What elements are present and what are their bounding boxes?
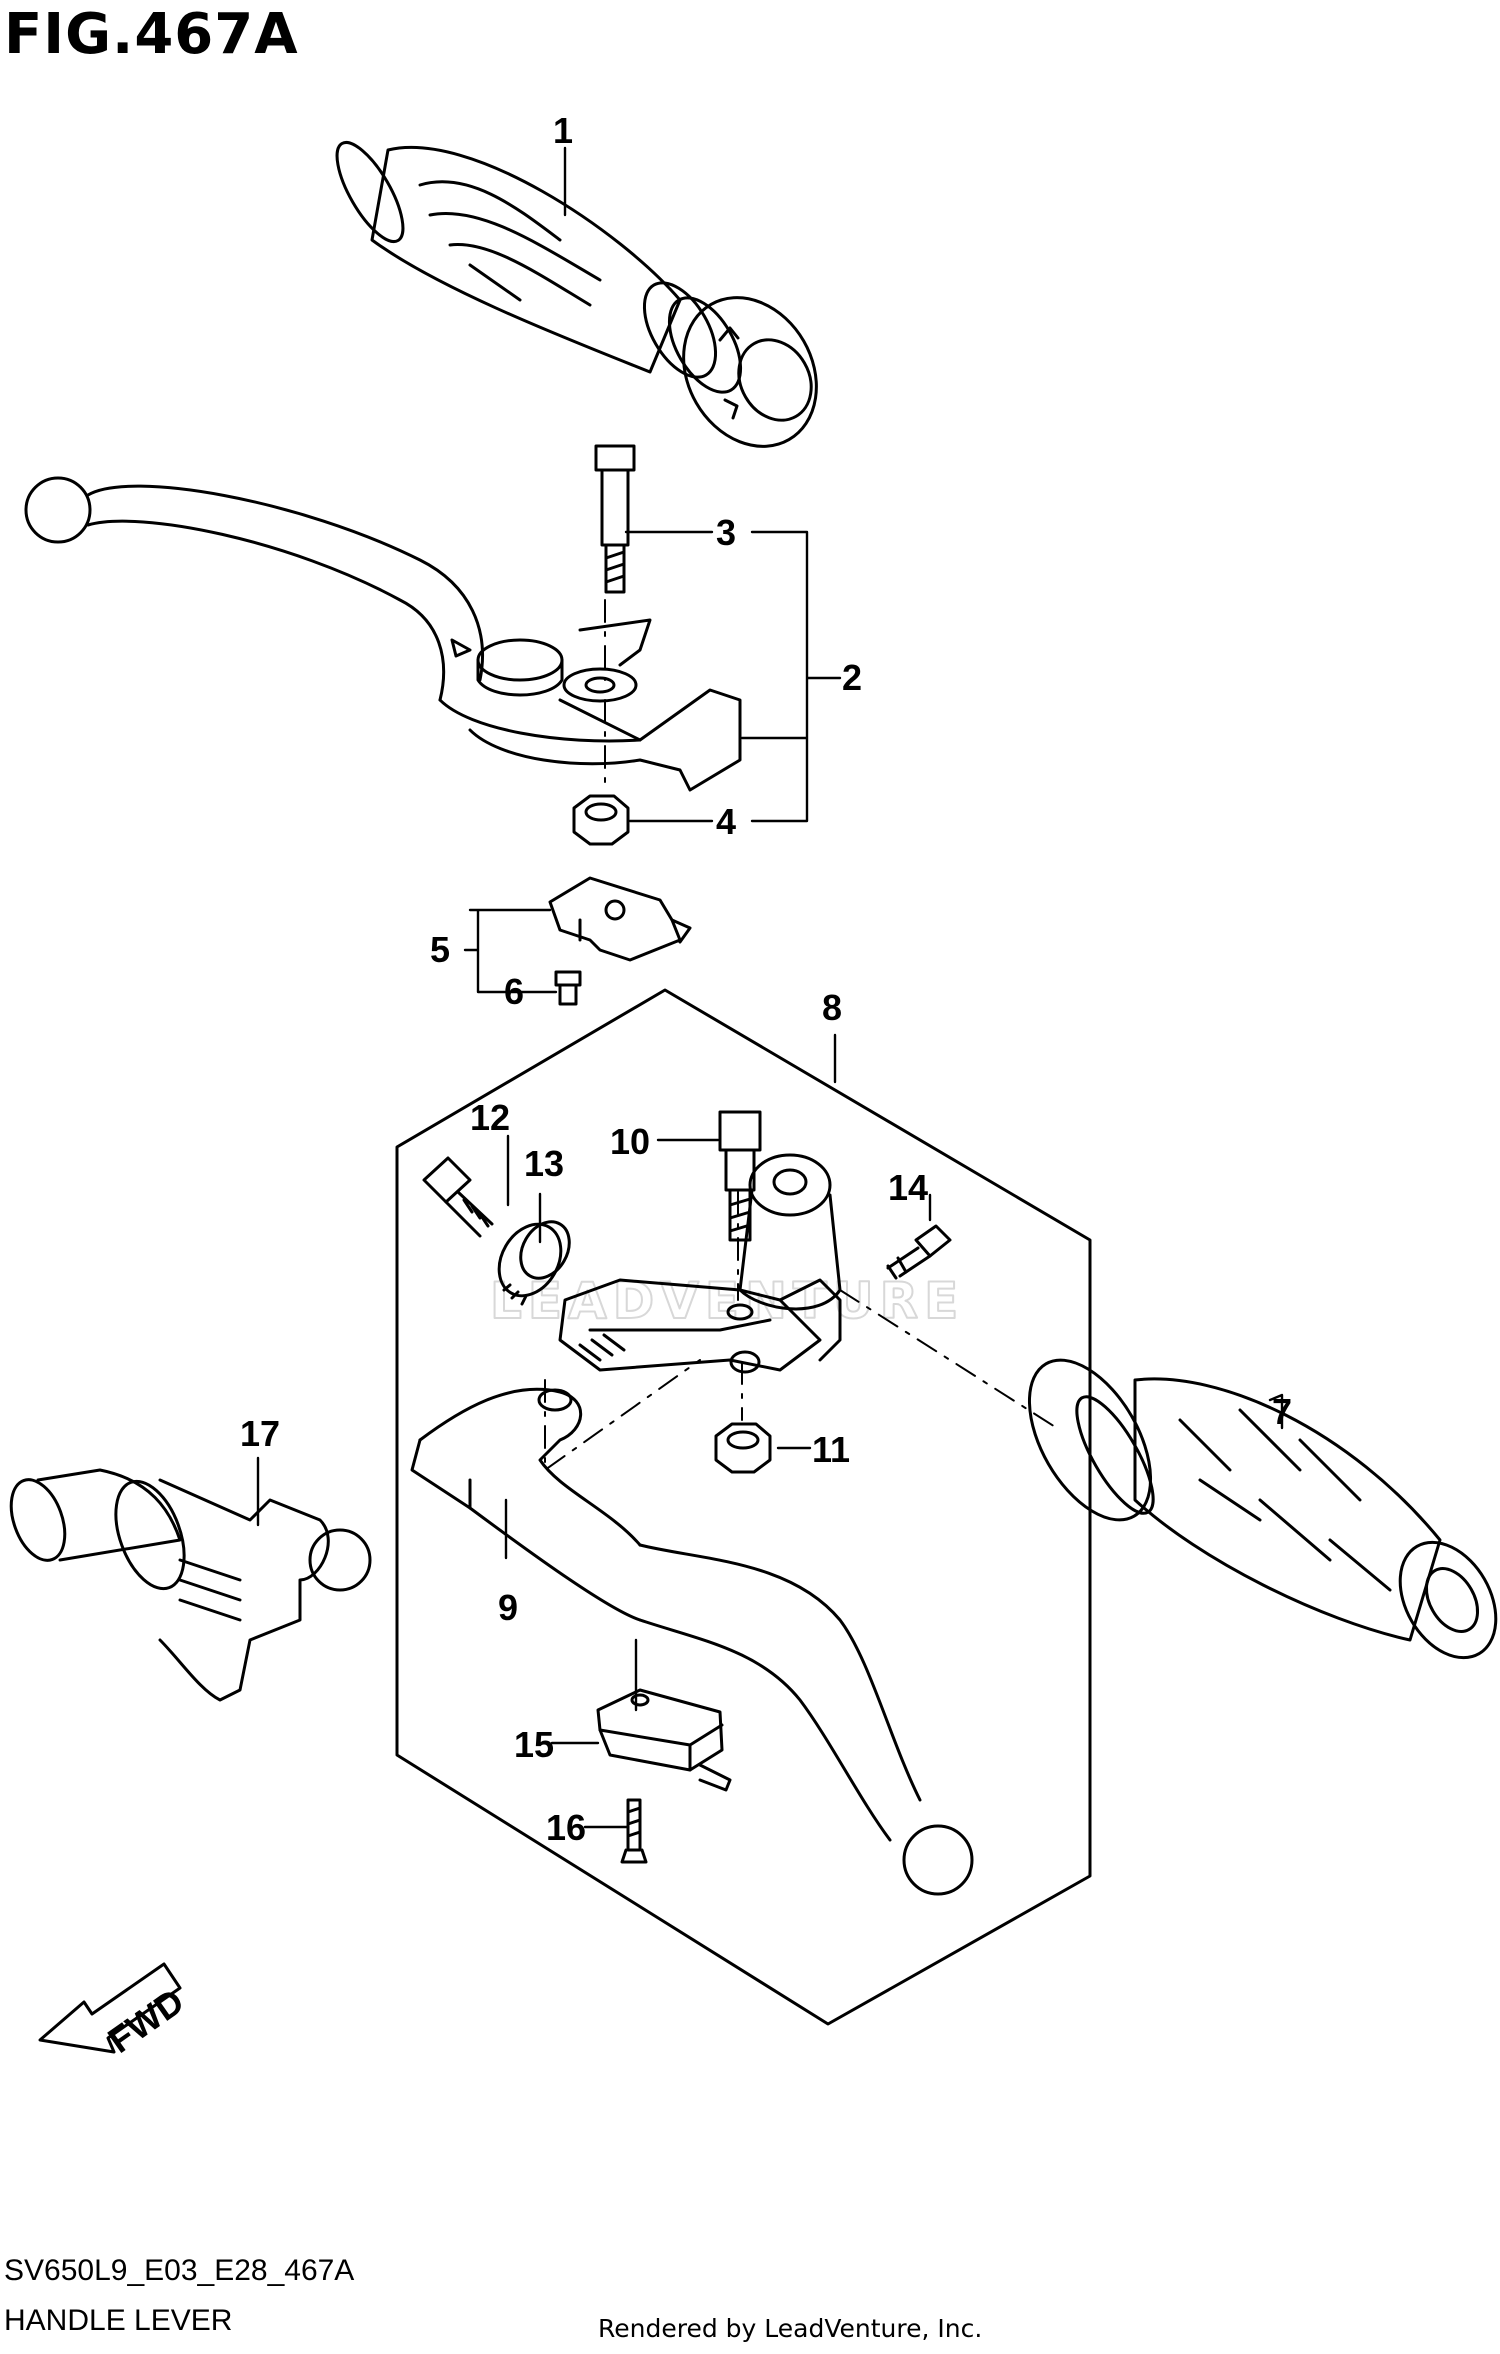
part-5-brake-switch — [548, 876, 692, 962]
clutch-lever-holder — [558, 1153, 842, 1374]
callout-11: 11 — [812, 1429, 850, 1470]
callout-9: 9 — [498, 1587, 518, 1628]
part-11-nut — [714, 1422, 772, 1474]
part-7-left-grip — [1027, 1358, 1498, 1660]
part-1-throttle-grip — [335, 140, 818, 448]
part-4-nut — [572, 794, 630, 846]
part-17-grip-housing — [9, 1468, 372, 1702]
callout-6: 6 — [504, 971, 524, 1012]
part-15-clutch-switch — [596, 1688, 732, 1792]
callout-1: 1 — [553, 110, 573, 151]
callout-10: 10 — [610, 1121, 650, 1162]
figure-caption: HANDLE LEVER — [4, 2304, 233, 2337]
fwd-direction-arrow — [38, 1962, 182, 2054]
part-8-assembly-boundary — [395, 988, 1092, 2026]
part-12-adjuster-screw — [422, 1156, 494, 1238]
part-16-switch-screw — [620, 1798, 648, 1864]
figure-code: SV650L9_E03_E28_467A — [4, 2254, 355, 2287]
callout-5: 5 — [430, 929, 450, 970]
callout-4: 4 — [716, 801, 736, 842]
callout-16: 16 — [546, 1807, 586, 1848]
callout-labels: 1 2 3 4 5 6 7 8 9 10 11 12 13 14 15 16 1… — [240, 110, 1292, 1848]
part-9-clutch-lever — [410, 1387, 974, 1896]
callout-3: 3 — [716, 512, 736, 553]
callout-7: 7 — [1272, 1391, 1292, 1432]
part-14-clamp-bolt — [886, 1224, 952, 1280]
assembly-centerlines — [544, 599, 1061, 1471]
callout-15: 15 — [514, 1724, 554, 1765]
render-credit: Rendered by LeadVenture, Inc. — [598, 2314, 983, 2343]
leader-lines — [256, 146, 1284, 1829]
callout-13: 13 — [524, 1143, 564, 1184]
part-10-pivot-bolt — [718, 1110, 762, 1242]
part-2-brake-lever — [24, 476, 742, 792]
part-3-pivot-bolt — [594, 444, 636, 594]
callout-17: 17 — [240, 1413, 280, 1454]
part-6-screw — [554, 970, 582, 1006]
callout-2: 2 — [842, 657, 862, 698]
callout-12: 12 — [470, 1097, 510, 1138]
callout-14: 14 — [888, 1167, 928, 1208]
part-13-adjuster-wheel — [497, 1220, 571, 1306]
figure-title: FIG.467A — [4, 2, 299, 67]
callout-8: 8 — [822, 987, 842, 1028]
watermark-text: LEADVENTURE — [490, 1272, 964, 1330]
